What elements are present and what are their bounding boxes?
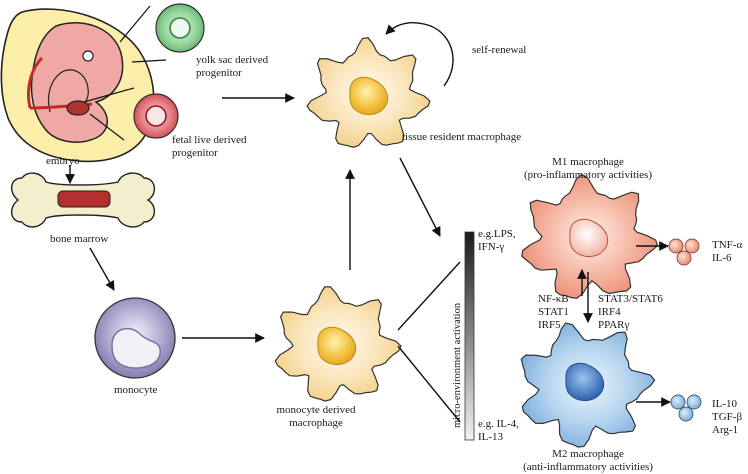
- m1-tf-item: IRF5: [538, 319, 561, 331]
- bone-illustration: [11, 172, 155, 228]
- embryo-illustration: [0, 8, 155, 163]
- m1-cytokine-item: IL-6: [712, 252, 732, 264]
- m1-subtitle: (pro-inflammatory activities): [524, 169, 652, 181]
- m2-tf-item: STAT3/STAT6: [598, 293, 663, 305]
- micro-environment-label: micro-environment activation: [452, 302, 463, 428]
- yolk-sac-label: yolk sac derived progenitor: [196, 54, 268, 80]
- monocyte-derived-label-line2: macrophage: [289, 417, 343, 429]
- m2-tf-item: PPARγ: [598, 319, 630, 331]
- m1-transcription-factors: NF-κB STAT1 IRF5: [538, 293, 569, 332]
- monocyte-derived-label: monocyte derived macrophage: [270, 404, 362, 430]
- m2-cytokine-dots: [670, 394, 702, 422]
- bone-marrow-label: bone marrow: [50, 233, 109, 245]
- m1-cytokines-list: TNF-α IL-6: [712, 239, 742, 265]
- m2-cytokine-item: TGF-β: [712, 411, 743, 423]
- pointer-lines: [83, 5, 167, 141]
- yolk-sac-progenitor-cell: [155, 3, 205, 53]
- m2-transcription-factors: STAT3/STAT6 IRF4 PPARγ: [598, 293, 663, 332]
- m2-cytokines-list: IL-10 TGF-β Arg-1: [712, 398, 742, 437]
- fetal-liver-progenitor-cell: [133, 93, 179, 139]
- m1-tf-item: STAT1: [538, 306, 569, 318]
- m2-cytokine-item: Arg-1: [712, 424, 739, 436]
- self-renewal-label: self-renewal: [472, 44, 527, 56]
- m2-macrophage: [520, 322, 656, 448]
- fetal-liver-label: fetal live derived progenitor: [172, 134, 247, 160]
- m2-subtitle: (anti-inflammatory activities): [523, 461, 653, 473]
- fetal-liver-label-line2: progenitor: [172, 147, 218, 159]
- monocyte-derived-macrophage: [274, 286, 402, 402]
- tissue-resident-label: tissue resident macrophage: [402, 131, 522, 143]
- stimulus-m1-label: e.g.LPS, IFN-γ: [478, 228, 516, 254]
- m2-title-block: M2 macrophage (anti-inflammatory activit…: [504, 448, 672, 474]
- monocyte-cell: [94, 297, 176, 379]
- yolk-sac-label-line1: yolk sac derived: [196, 54, 269, 66]
- m2-title: M2 macrophage: [552, 448, 624, 460]
- yolk-sac-label-line2: progenitor: [196, 67, 242, 79]
- m1-title: M1 macrophage: [552, 156, 624, 168]
- m1-cytokine-item: TNF-α: [712, 239, 743, 251]
- m2-tf-item: IRF4: [598, 306, 621, 318]
- m1-cytokine-dots: [668, 238, 700, 266]
- fetal-liver-label-line1: fetal live derived: [172, 134, 247, 146]
- activation-gradient-bar: [464, 231, 475, 441]
- monocyte-label: monocyte: [114, 384, 158, 396]
- m2-cytokine-item: IL-10: [712, 398, 738, 410]
- stimulus-m1-line2: IFN-γ: [478, 241, 505, 253]
- m1-macrophage: [521, 173, 659, 299]
- stimulus-m2-line1: e.g. IL-4,: [478, 418, 519, 430]
- monocyte-derived-label-line1: monocyte derived: [276, 404, 356, 416]
- embryo-label: embryo: [46, 155, 80, 167]
- stimulus-m2-label: e.g. IL-4, IL-13: [478, 418, 519, 444]
- tissue-resident-macrophage: [306, 37, 431, 148]
- m1-title-block: M1 macrophage (pro-inflammatory activiti…: [508, 156, 668, 182]
- m1-tf-item: NF-κB: [538, 293, 569, 305]
- stimulus-m2-line2: IL-13: [478, 431, 504, 443]
- arrows: [65, 22, 671, 423]
- stimulus-m1-line1: e.g.LPS,: [478, 228, 516, 240]
